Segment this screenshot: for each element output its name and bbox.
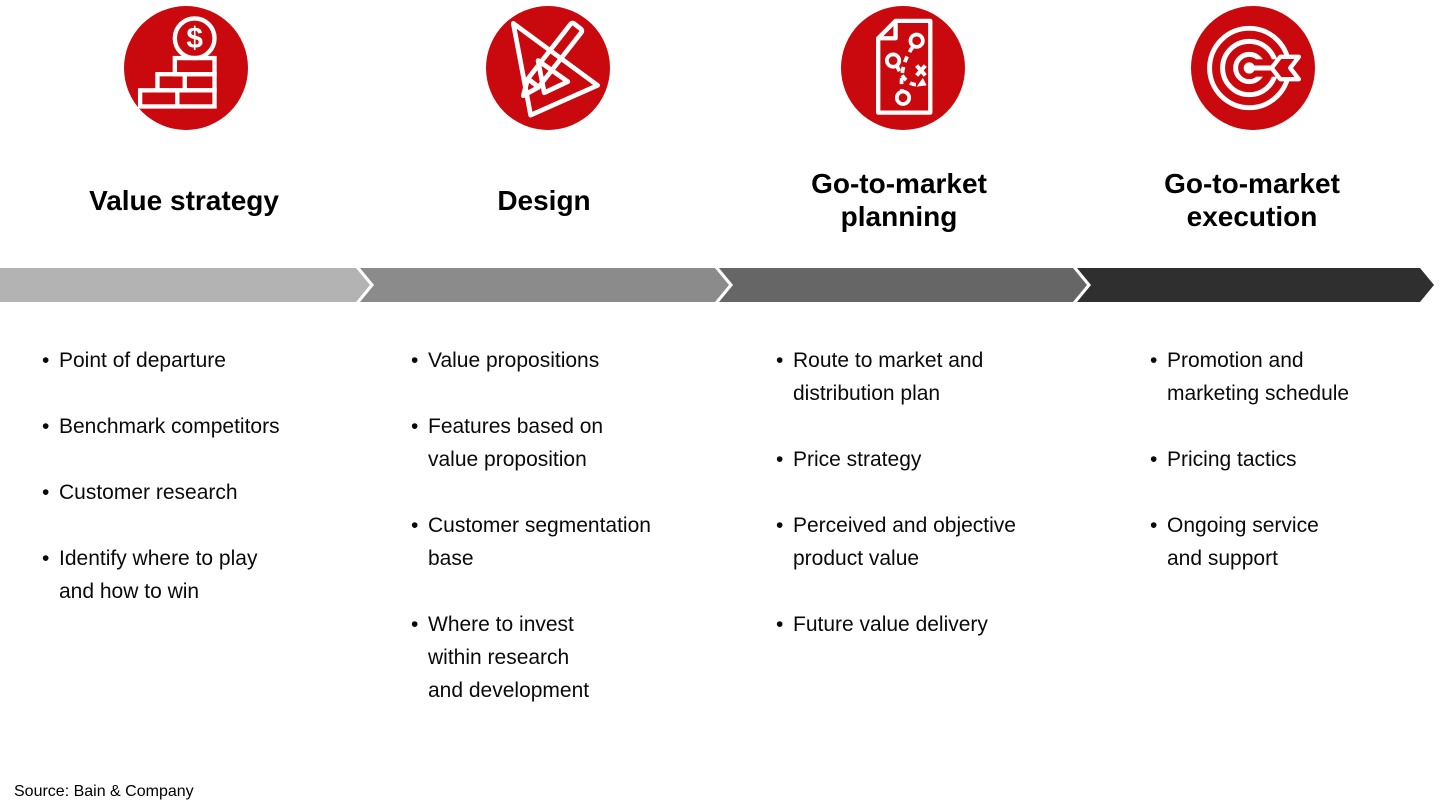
bullet-marker: • (1150, 514, 1158, 537)
stage-title-design: Design (497, 184, 591, 216)
bullet-marker: • (776, 448, 784, 471)
list-item: •Ongoing service and support (1150, 509, 1440, 575)
list-item: •Where to invest within research and dev… (411, 608, 751, 707)
band-segment-3 (719, 268, 1087, 302)
bullet-marker: • (411, 349, 419, 372)
band-segment-4 (1077, 268, 1434, 302)
list-item: •Pricing tactics (1150, 443, 1440, 476)
bullet-marker: • (42, 481, 50, 504)
bullet-marker: • (411, 613, 419, 636)
bullet-list-gtm-planning: •Route to market and distribution plan •… (776, 344, 1116, 674)
bullet-marker: • (776, 349, 784, 372)
list-item: •Customer segmentation base (411, 509, 751, 575)
list-item: •Perceived and objective product value (776, 509, 1116, 575)
list-item: •Promotion and marketing schedule (1150, 344, 1440, 410)
list-item: •Value propositions (411, 344, 751, 377)
coin-on-bricks-icon: $ (124, 6, 248, 130)
list-item: •Identify where to play and how to win (42, 542, 382, 608)
stage-title-value-strategy: Value strategy (89, 184, 279, 216)
band-segment-1 (0, 268, 370, 302)
bullet-marker: • (776, 514, 784, 537)
bullet-marker: • (42, 349, 50, 372)
list-item: •Future value delivery (776, 608, 1116, 641)
stage-title-gtm-execution: Go-to-market execution (1164, 168, 1340, 232)
bullet-marker: • (42, 415, 50, 438)
bullet-list-value-strategy: •Point of departure •Benchmark competito… (42, 344, 382, 641)
bullet-marker: • (42, 547, 50, 570)
list-item: •Benchmark competitors (42, 410, 382, 443)
bullet-marker: • (1150, 448, 1158, 471)
pencil-and-set-square-icon (486, 6, 610, 130)
list-item: •Route to market and distribution plan (776, 344, 1116, 410)
list-item: •Features based on value proposition (411, 410, 751, 476)
bullet-list-gtm-execution: •Promotion and marketing schedule •Prici… (1150, 344, 1440, 608)
bullet-marker: • (776, 613, 784, 636)
bullet-marker: • (411, 514, 419, 537)
list-item: •Price strategy (776, 443, 1116, 476)
bullet-marker: • (411, 415, 419, 438)
strategy-playbook-icon (841, 6, 965, 130)
bullet-list-design: •Value propositions •Features based on v… (411, 344, 751, 740)
list-item: •Point of departure (42, 344, 382, 377)
source-attribution: Source: Bain & Company (14, 783, 194, 800)
dollar-glyph: $ (186, 22, 203, 55)
band-segment-2 (360, 268, 729, 302)
bullet-marker: • (1150, 349, 1158, 372)
process-arrow-band (0, 268, 1434, 302)
target-arrow-icon (1191, 6, 1315, 130)
list-item: •Customer research (42, 476, 382, 509)
stage-title-gtm-planning: Go-to-market planning (811, 168, 987, 232)
